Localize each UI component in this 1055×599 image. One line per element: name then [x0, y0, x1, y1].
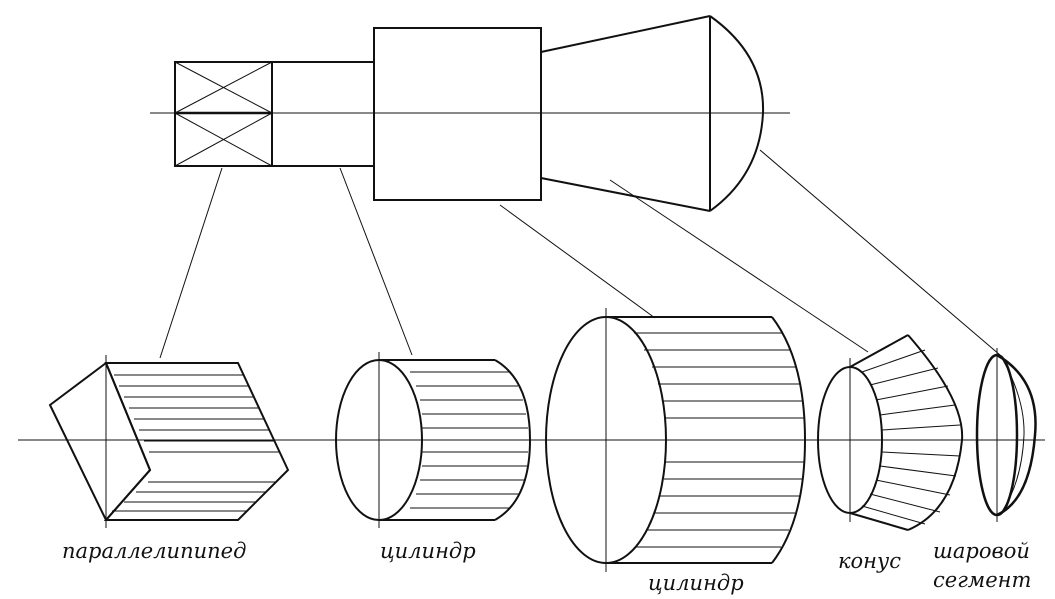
small-cylinder-hatching [410, 371, 528, 509]
cone-top-edge [540, 15, 711, 53]
top-large-cylinder [373, 27, 542, 201]
parallelepiped-body [103, 362, 290, 521]
parallelepiped-shape [48, 355, 290, 528]
label-cone: конус [838, 549, 901, 573]
cone-shape [817, 334, 964, 531]
sphere-segment-shape [975, 348, 1037, 522]
label-cylinder-small: цилиндр [380, 539, 476, 563]
label-cylinder-large: цилиндр [648, 571, 744, 595]
cone-bottom-edge [540, 177, 711, 212]
leader-cone [609, 179, 869, 353]
leader-cylinder-small [339, 167, 413, 356]
parallelepiped-left-face [48, 361, 152, 522]
top-dome [709, 15, 765, 212]
sphere-segment-dome [996, 353, 1037, 517]
label-sphere-segment-line2: сегмент [933, 568, 1032, 592]
assembled-part [150, 15, 790, 212]
large-cylinder-shape [545, 308, 807, 572]
square-cross-2 [174, 61, 273, 114]
parallelepiped-hatching [112, 374, 279, 512]
leader-sphere-segment [759, 149, 1001, 356]
label-sphere-segment-line1: шаровой [933, 539, 1030, 563]
leader-parallelepiped [159, 167, 223, 359]
label-parallelepiped: параллелипипед [62, 539, 247, 563]
large-cylinder-hatching [634, 332, 804, 548]
cone-hatching [861, 349, 961, 525]
small-cylinder-shape [335, 352, 532, 528]
leader-cylinder-large [499, 204, 656, 319]
leader-lines [159, 149, 1001, 359]
square-cross-4 [174, 112, 273, 167]
